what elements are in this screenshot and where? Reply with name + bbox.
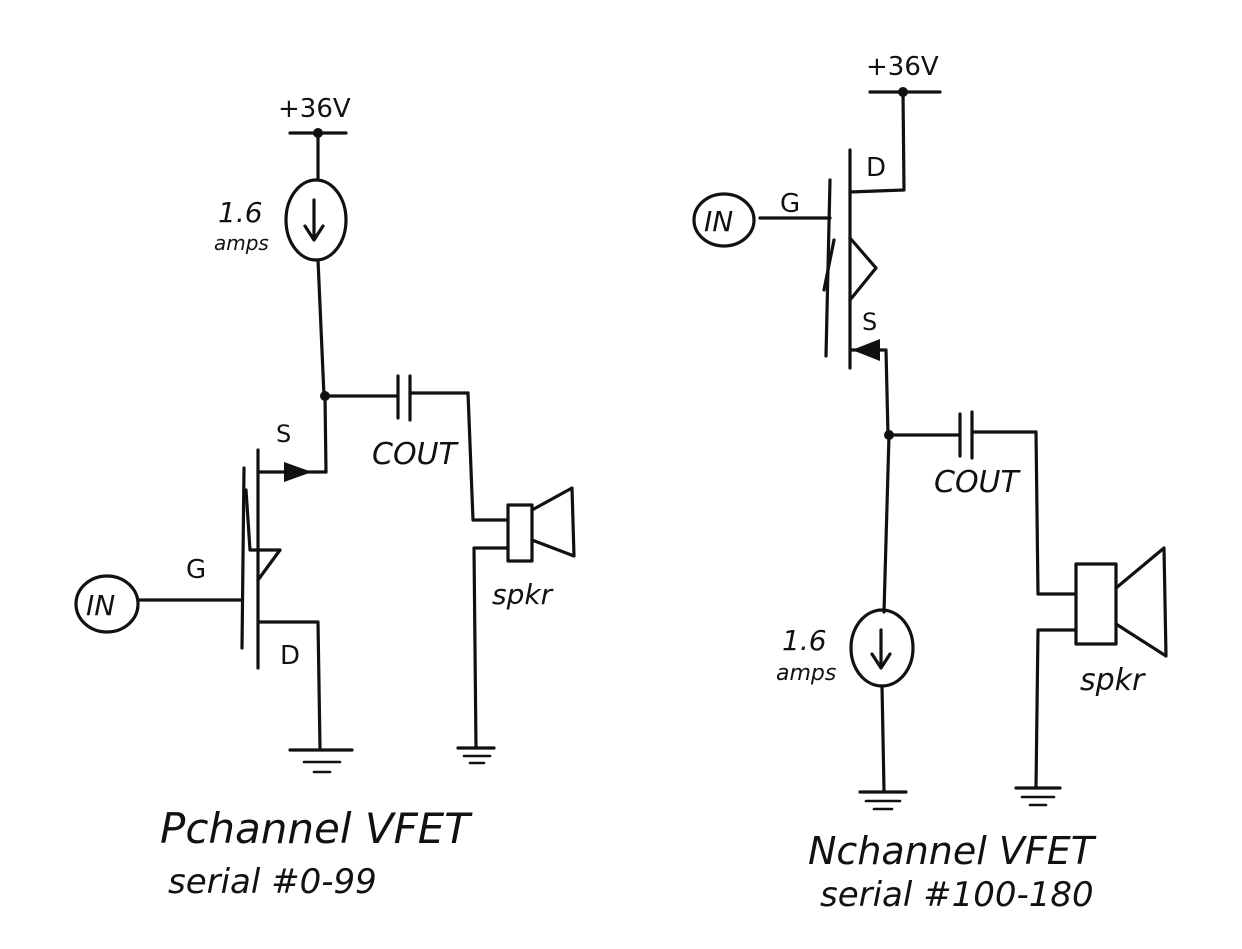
left-ground-speaker: [456, 746, 496, 765]
right-speaker-label: spkr: [1080, 663, 1146, 698]
left-speaker-label: spkr: [492, 578, 554, 611]
left-wire-speaker-to-ground: [472, 546, 510, 750]
right-title: Nchannel VFET: [808, 829, 1097, 873]
left-cap-label: COUT: [372, 437, 460, 472]
left-ground-drain: [288, 748, 354, 774]
left-wire-cap-to-speaker: [466, 391, 510, 522]
left-title: Pchannel VFET: [160, 804, 473, 853]
right-cap-label: COUT: [934, 465, 1022, 500]
right-supply-label: +36V: [866, 52, 939, 82]
left-current-source: [284, 178, 348, 262]
left-pin-g: G: [186, 555, 206, 585]
left-source-lead: [256, 394, 328, 482]
left-supply-rail: [288, 128, 348, 180]
left-supply-label: +36V: [278, 94, 351, 124]
left-input-label: IN: [86, 589, 115, 622]
right-wire-source-to-ground: [880, 684, 886, 792]
left-pin-s: S: [276, 420, 291, 448]
pchannel-circuit: +36V 1.6 amps COUT spkr: [74, 94, 576, 902]
right-source-lead: [848, 339, 890, 437]
right-supply-rail: [848, 87, 942, 194]
right-wire-node-to-source: [882, 433, 891, 614]
right-current-source: [849, 608, 915, 688]
right-pin-s: S: [862, 308, 877, 336]
right-current-unit: amps: [776, 661, 836, 686]
right-wire-speaker-to-ground: [1034, 628, 1078, 790]
right-ground-speaker: [1014, 786, 1062, 807]
right-ground-source: [858, 790, 908, 811]
left-wire-source-to-node: [316, 258, 326, 398]
right-speaker: [1074, 546, 1168, 658]
left-serial: serial #0-99: [168, 862, 377, 902]
right-wire-cap-to-speaker: [1034, 430, 1078, 596]
nchannel-circuit: +36V D G IN S COUT: [692, 52, 1168, 915]
left-output-capacitor: [323, 374, 470, 422]
right-output-capacitor: [887, 410, 1038, 460]
left-pin-d: D: [280, 641, 300, 671]
left-vfet-symbol: [240, 448, 282, 670]
right-input-bubble: [692, 192, 756, 248]
right-vfet-symbol: [822, 148, 878, 370]
right-input-label: IN: [704, 205, 733, 238]
right-pin-g: G: [780, 189, 800, 219]
left-speaker: [506, 486, 576, 563]
right-pin-d: D: [866, 153, 886, 183]
left-current-value: 1.6: [218, 196, 263, 229]
left-drain-lead: [256, 620, 322, 750]
left-input-bubble: [74, 574, 140, 634]
left-current-unit: amps: [214, 231, 269, 255]
right-current-value: 1.6: [782, 624, 827, 657]
right-serial: serial #100-180: [820, 875, 1094, 915]
